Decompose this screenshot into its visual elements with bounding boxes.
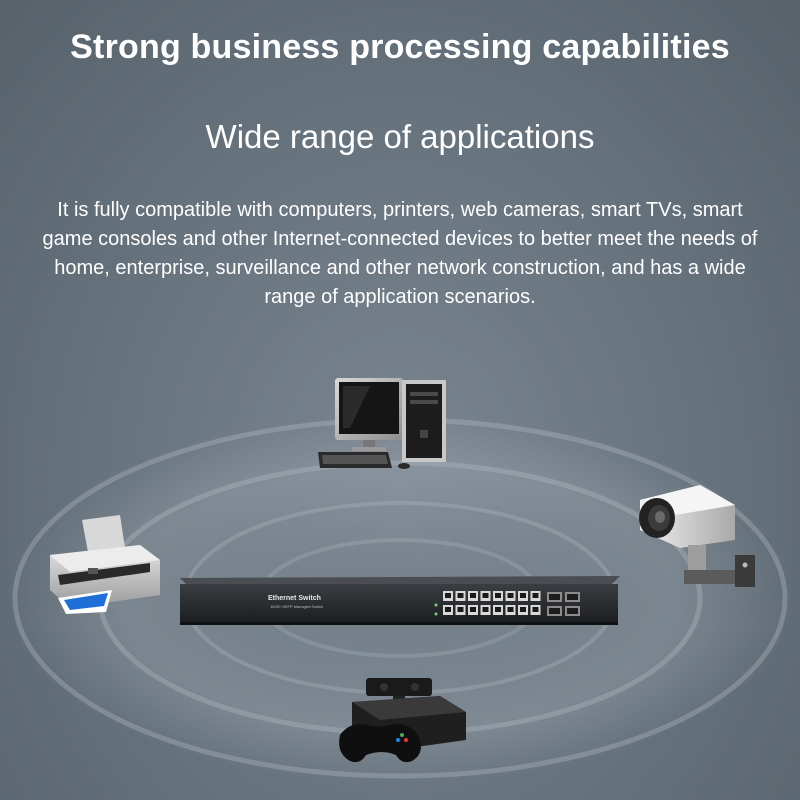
- rj45-port-opening: [507, 593, 514, 598]
- rj45-port-opening: [482, 607, 489, 612]
- rj45-port-opening: [482, 593, 489, 598]
- description-text: It is fully compatible with computers, p…: [42, 199, 758, 308]
- page-subtitle: Wide range of applications: [205, 118, 595, 155]
- rj45-port-opening: [507, 607, 514, 612]
- rj45-port-group: [443, 591, 541, 615]
- game-console-icon: [339, 678, 466, 763]
- rj45-port-opening: [495, 607, 501, 612]
- sfp-port-opening: [549, 594, 560, 600]
- rj45-port-opening: [532, 607, 539, 612]
- sfp-port-opening: [567, 594, 578, 600]
- sfp-port-opening: [549, 608, 560, 614]
- rj45-port-opening: [470, 593, 476, 598]
- sfp-port-group: [547, 592, 580, 616]
- rj45-port-opening: [520, 607, 526, 612]
- rj45-port-opening: [457, 593, 464, 598]
- printer-icon: [50, 515, 160, 614]
- rj45-port-opening: [445, 593, 451, 598]
- page-title: Strong business processing capabilities: [70, 28, 730, 66]
- ethernet-switch: Ethernet Switch 16GE+4SFP Managed Switch: [180, 576, 620, 625]
- rj45-port-opening: [457, 607, 464, 612]
- switch-brand-label: Ethernet Switch: [268, 595, 321, 602]
- rj45-port-opening: [520, 593, 526, 598]
- sfp-port-opening: [567, 608, 578, 614]
- rj45-port-opening: [445, 607, 451, 612]
- rj45-port-opening: [532, 593, 539, 598]
- switch-model-label: 16GE+4SFP Managed Switch: [270, 604, 323, 609]
- security-camera-icon: [639, 485, 755, 587]
- rj45-port-opening: [495, 593, 501, 598]
- rj45-port-opening: [470, 607, 476, 612]
- desktop-computer-icon: [318, 378, 446, 469]
